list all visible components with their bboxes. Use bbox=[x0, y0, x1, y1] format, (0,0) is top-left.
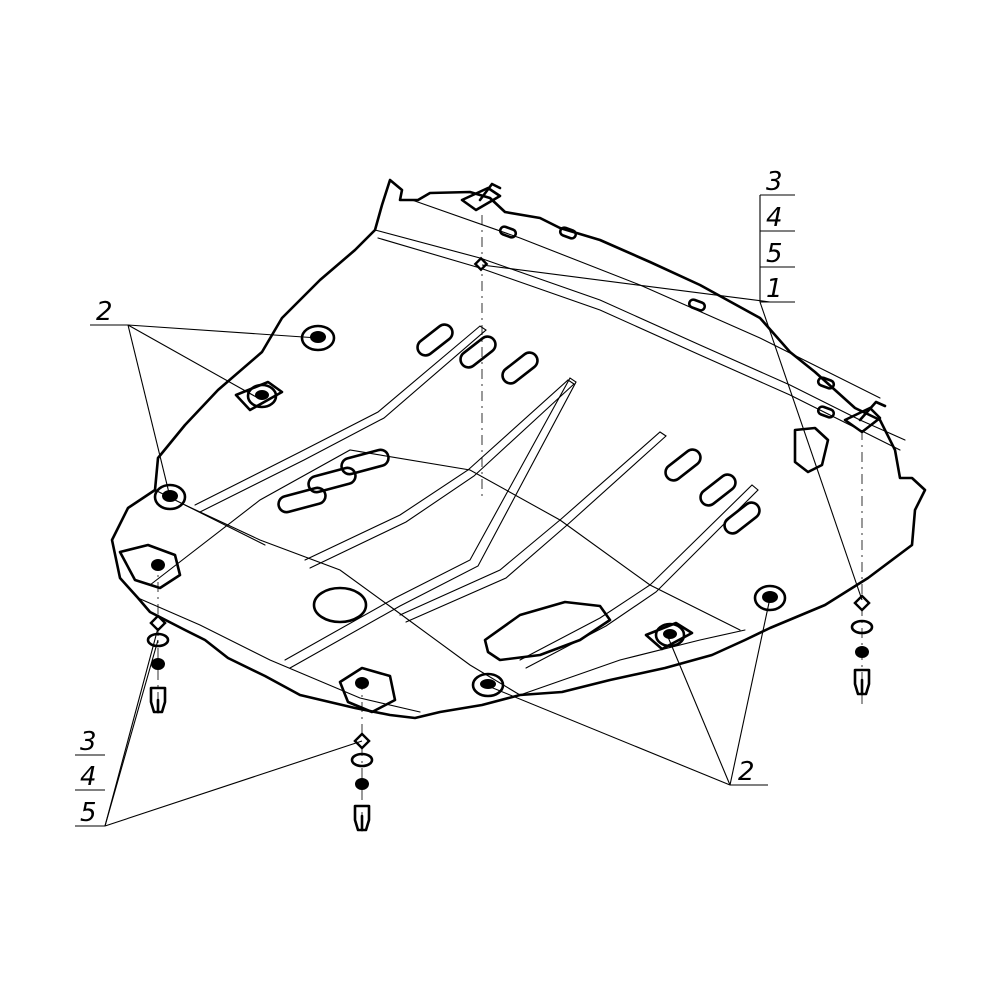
mid-bend bbox=[184, 504, 521, 696]
rear-tab-right-post bbox=[858, 400, 887, 422]
plate-outline bbox=[110, 178, 927, 720]
bracket-left bbox=[118, 543, 182, 590]
small-slot bbox=[816, 376, 836, 390]
drain-hole bbox=[312, 586, 368, 624]
front-fold-line bbox=[137, 597, 421, 713]
rib-4 bbox=[399, 431, 667, 623]
fastener-stack-bottom bbox=[350, 732, 374, 832]
slot bbox=[277, 486, 327, 514]
rear-cutout bbox=[793, 426, 830, 474]
nut bbox=[300, 324, 336, 352]
rear-tab-right bbox=[843, 406, 882, 434]
right-bend bbox=[519, 629, 746, 696]
fastener-center bbox=[473, 256, 489, 272]
slot bbox=[699, 473, 737, 507]
bolt bbox=[149, 686, 167, 714]
callout-top-right-1: 1 bbox=[766, 274, 783, 304]
bracket-center-hole bbox=[355, 677, 369, 689]
callout-top-right-3: 3 bbox=[766, 167, 783, 197]
callout-labels: 3 4 5 1 2 3 4 5 2 bbox=[80, 167, 783, 828]
slot bbox=[459, 335, 497, 369]
washer bbox=[853, 594, 871, 612]
front-fold-line-2 bbox=[149, 449, 741, 631]
washer bbox=[473, 256, 489, 272]
slot bbox=[723, 501, 761, 535]
callout-top-right-5: 5 bbox=[766, 239, 783, 269]
nut bbox=[644, 621, 694, 651]
spring-washer bbox=[855, 646, 869, 658]
small-slot bbox=[498, 225, 518, 239]
callout-bottom-right-2: 2 bbox=[738, 757, 755, 787]
rear-mounting-tabs bbox=[460, 182, 887, 434]
captive-nuts bbox=[153, 324, 787, 698]
callout-bottom-left-5: 5 bbox=[80, 798, 97, 828]
bracket-center bbox=[338, 666, 397, 714]
leader-lines bbox=[75, 194, 863, 827]
flat-washer bbox=[350, 752, 374, 768]
access-panel-right bbox=[483, 600, 612, 662]
washer bbox=[149, 614, 167, 632]
slot bbox=[307, 466, 357, 494]
rear-wall-edge-inner bbox=[377, 237, 901, 451]
stiffening-ribs bbox=[194, 325, 759, 669]
nut bbox=[234, 380, 284, 412]
bolt bbox=[353, 804, 371, 832]
small-slot bbox=[687, 298, 707, 312]
bracket-left-hole bbox=[151, 559, 165, 571]
fastener-stack-left bbox=[146, 614, 170, 714]
callout-top-right-4: 4 bbox=[766, 203, 783, 233]
small-slot bbox=[558, 226, 578, 240]
flat-washer bbox=[146, 632, 170, 648]
nut bbox=[753, 584, 787, 612]
rib-5 bbox=[519, 484, 759, 669]
rib-1 bbox=[194, 325, 487, 513]
rear-tab-left-post bbox=[478, 182, 502, 202]
small-slot bbox=[816, 405, 836, 419]
bolt bbox=[853, 668, 871, 696]
skid-plate-body bbox=[110, 178, 927, 720]
front-brackets bbox=[118, 543, 397, 714]
fastener-stack-right bbox=[850, 594, 874, 696]
slot bbox=[416, 323, 454, 357]
rear-tab-left bbox=[460, 186, 502, 212]
vent-slots bbox=[277, 323, 830, 662]
nut bbox=[471, 672, 505, 698]
callout-bottom-left-4: 4 bbox=[80, 762, 97, 792]
slot bbox=[664, 448, 702, 482]
slot bbox=[501, 351, 539, 385]
center-lines bbox=[157, 215, 863, 825]
rib-2 bbox=[284, 377, 577, 669]
spring-washer bbox=[151, 658, 165, 670]
callout-bottom-left-3: 3 bbox=[80, 727, 97, 757]
rib-3 bbox=[304, 379, 575, 569]
flat-washer bbox=[850, 619, 874, 635]
spring-washer bbox=[355, 778, 369, 790]
callout-left-upper-2: 2 bbox=[96, 297, 113, 327]
